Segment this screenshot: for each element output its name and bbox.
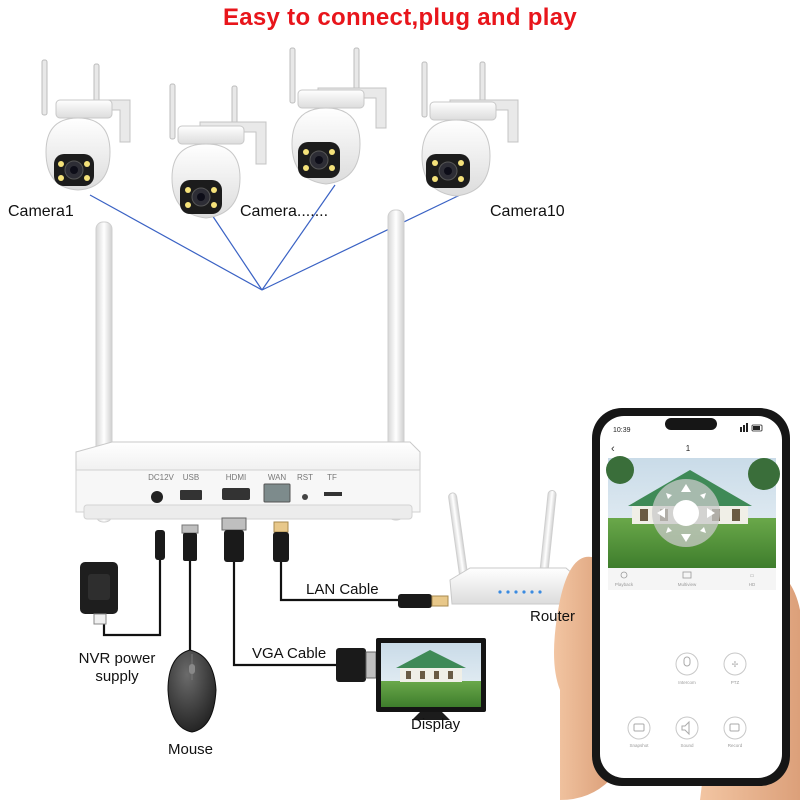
control-snapshot-label: Snapshot	[629, 743, 649, 748]
multiview-icon[interactable]	[682, 571, 692, 579]
label-vga-cable: VGA Cable	[252, 645, 327, 662]
port-label-hdmi: HDMI	[226, 473, 246, 482]
control-sound-label: Sound	[680, 743, 694, 748]
router-device	[448, 490, 581, 605]
tab-hd[interactable]: HD	[749, 582, 756, 587]
label-lan-cable: LAN Cable	[306, 581, 379, 598]
port-usb	[180, 490, 202, 500]
port-label-wan: WAN	[268, 473, 287, 482]
tab-multiview[interactable]: Multiview	[678, 582, 697, 587]
camera-2	[169, 83, 267, 219]
ptz-left-arrow-icon[interactable]	[657, 508, 665, 518]
camera-icon	[633, 723, 645, 732]
control-sound[interactable]: Sound	[675, 716, 699, 748]
control-snapshot[interactable]: Snapshot	[627, 716, 651, 748]
label-power-supply: NVR power supply	[62, 650, 172, 686]
tab-playback[interactable]: Playback	[615, 582, 634, 587]
port-label-tf: TF	[327, 473, 337, 482]
phone-status-icons	[740, 423, 763, 432]
hd-icon[interactable]: ▭	[750, 573, 755, 579]
smartphone: 10:39 ‹ 1	[592, 408, 790, 786]
wireless-link-camera1	[89, 194, 263, 291]
cable-lan	[279, 560, 405, 602]
nvr-recorder: DC12V USB HDMI WAN RST TF	[75, 209, 421, 523]
ptz-upleft-arrow-icon[interactable]	[666, 493, 672, 499]
ptz-right-arrow-icon[interactable]	[707, 508, 715, 518]
label-power-supply-line1: NVR power	[78, 650, 156, 667]
power-adapter	[80, 562, 118, 625]
label-mouse: Mouse	[168, 741, 214, 758]
port-dc12v	[151, 491, 163, 503]
ptz-downright-arrow-icon[interactable]	[700, 527, 706, 533]
phone-back-icon[interactable]: ‹	[611, 443, 615, 455]
port-label-dc12v: DC12V	[148, 473, 174, 482]
port-rst	[302, 494, 308, 500]
control-intercom-label: Intercom	[678, 680, 696, 685]
video-record-icon	[729, 723, 740, 732]
phone-status-time: 10:39	[613, 427, 631, 434]
ptz-control-pad[interactable]	[652, 479, 720, 547]
control-ptz[interactable]: ✢ PTZ	[723, 652, 747, 685]
ptz-down-arrow-icon[interactable]	[681, 534, 691, 542]
wireless-link-camera3	[261, 184, 336, 291]
control-record[interactable]: Record	[723, 716, 747, 748]
port-hdmi	[222, 488, 250, 500]
ptz-downleft-arrow-icon[interactable]	[666, 527, 672, 533]
microphone-icon	[683, 656, 691, 667]
label-camera10: Camera10	[490, 203, 565, 220]
label-display: Display	[411, 716, 461, 733]
diagram-title: Easy to connect,plug and play	[222, 4, 578, 31]
playback-icon[interactable]	[620, 571, 628, 579]
wireless-link-camera2	[211, 214, 263, 291]
cable-vga	[232, 560, 338, 667]
ptz-icon: ✢	[732, 660, 739, 669]
camera-10	[421, 61, 519, 197]
ptz-upright-arrow-icon[interactable]	[700, 493, 706, 499]
phone-channel-title: 1	[686, 444, 691, 453]
cable-connectors	[155, 517, 449, 682]
port-label-rst: RST	[297, 473, 313, 482]
wireless-link-camera10	[261, 194, 461, 291]
wireless-links	[89, 184, 461, 291]
camera-3	[289, 47, 387, 185]
label-camera-middle: Camera.......	[240, 203, 329, 220]
control-ptz-label: PTZ	[731, 680, 740, 685]
ptz-up-arrow-icon[interactable]	[681, 484, 691, 492]
control-intercom[interactable]: Intercom	[675, 652, 699, 685]
port-tf	[324, 492, 342, 496]
label-power-supply-line2: supply	[95, 668, 139, 685]
port-label-usb: USB	[183, 473, 199, 482]
display-monitor	[376, 638, 486, 720]
camera-1	[41, 59, 131, 191]
control-record-label: Record	[728, 743, 743, 748]
label-camera1: Camera1	[8, 203, 74, 220]
label-router: Router	[530, 608, 576, 625]
mouse-device	[167, 649, 217, 733]
speaker-icon	[681, 720, 690, 736]
port-wan	[263, 483, 291, 503]
